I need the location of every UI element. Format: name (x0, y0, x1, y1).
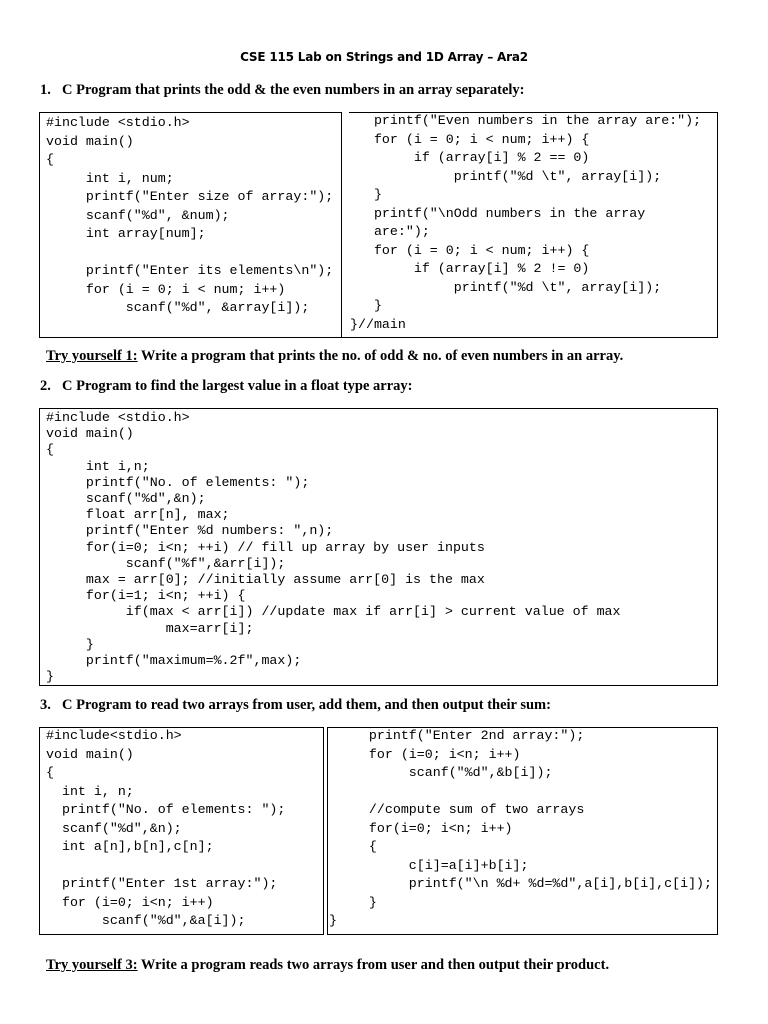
code-box-1-left-topline (40, 112, 341, 113)
code-box-2-inner: #include <stdio.h> void main() { int i,n… (46, 410, 621, 685)
code-block-1-left: #include <stdio.h> void main() { int i, … (46, 115, 334, 315)
code-box-3: #include<stdio.h> void main() { int i, n… (39, 727, 718, 935)
code-box-1-left: #include <stdio.h> void main() { int i, … (46, 114, 333, 337)
code-box-3-left: #include<stdio.h> void main() { int i, n… (46, 727, 285, 935)
section-2-number: 2. (40, 378, 51, 394)
code-box-1-right: printf("Even numbers in the array are:")… (350, 112, 701, 337)
code-box-3-divider-b (327, 727, 328, 935)
section-1-heading: 1. C Program that prints the odd & the ev… (40, 82, 525, 99)
section-1-number: 1. (40, 82, 51, 98)
section-3-heading-text: C Program to read two arrays from user, … (62, 697, 551, 713)
try-yourself-1-text: Write a program that prints the no. of o… (137, 348, 624, 364)
try-yourself-1-label: Try yourself 1: (46, 348, 138, 364)
section-3-heading: 3. C Program to read two arrays from user… (40, 697, 551, 714)
section-2-heading: 2. C Program to find the largest value in… (40, 378, 413, 395)
code-box-1-right-topline (349, 112, 717, 113)
try-yourself-3: Try yourself 3: Write a program reads tw… (46, 957, 609, 974)
code-box-3-right-bottomline (328, 934, 717, 935)
section-2-heading-text: C Program to find the largest value in a… (62, 378, 413, 394)
code-box-3-divider-a (323, 727, 324, 935)
code-box-1-divider (341, 112, 342, 337)
code-box-3-left-bottomline (40, 934, 323, 935)
code-box-3-right-topline (328, 727, 717, 728)
try-yourself-1: Try yourself 1: Write a program that pri… (46, 348, 623, 365)
code-block-1-right: printf("Even numbers in the array are:")… (350, 113, 702, 332)
section-1-heading-text: C Program that prints the odd & the even… (62, 82, 525, 98)
code-box-3-right: printf("Enter 2nd array:"); for (i=0; i<… (329, 727, 712, 935)
try-yourself-3-label: Try yourself 3: (46, 957, 138, 973)
code-box-1: #include <stdio.h> void main() { int i, … (39, 112, 718, 338)
code-block-3-left: #include<stdio.h> void main() { int i, n… (46, 728, 286, 928)
try-yourself-3-text: Write a program reads two arrays from us… (137, 957, 610, 973)
code-box-2: #include <stdio.h> void main() { int i,n… (39, 408, 718, 686)
code-box-3-left-topline (40, 727, 323, 728)
code-block-3-right: printf("Enter 2nd array:"); for (i=0; i<… (329, 728, 713, 928)
code-block-2: #include <stdio.h> void main() { int i,n… (46, 410, 621, 685)
page-title: CSE 115 Lab on Strings and 1D Array – Ar… (240, 50, 528, 64)
section-3-number: 3. (40, 697, 51, 713)
